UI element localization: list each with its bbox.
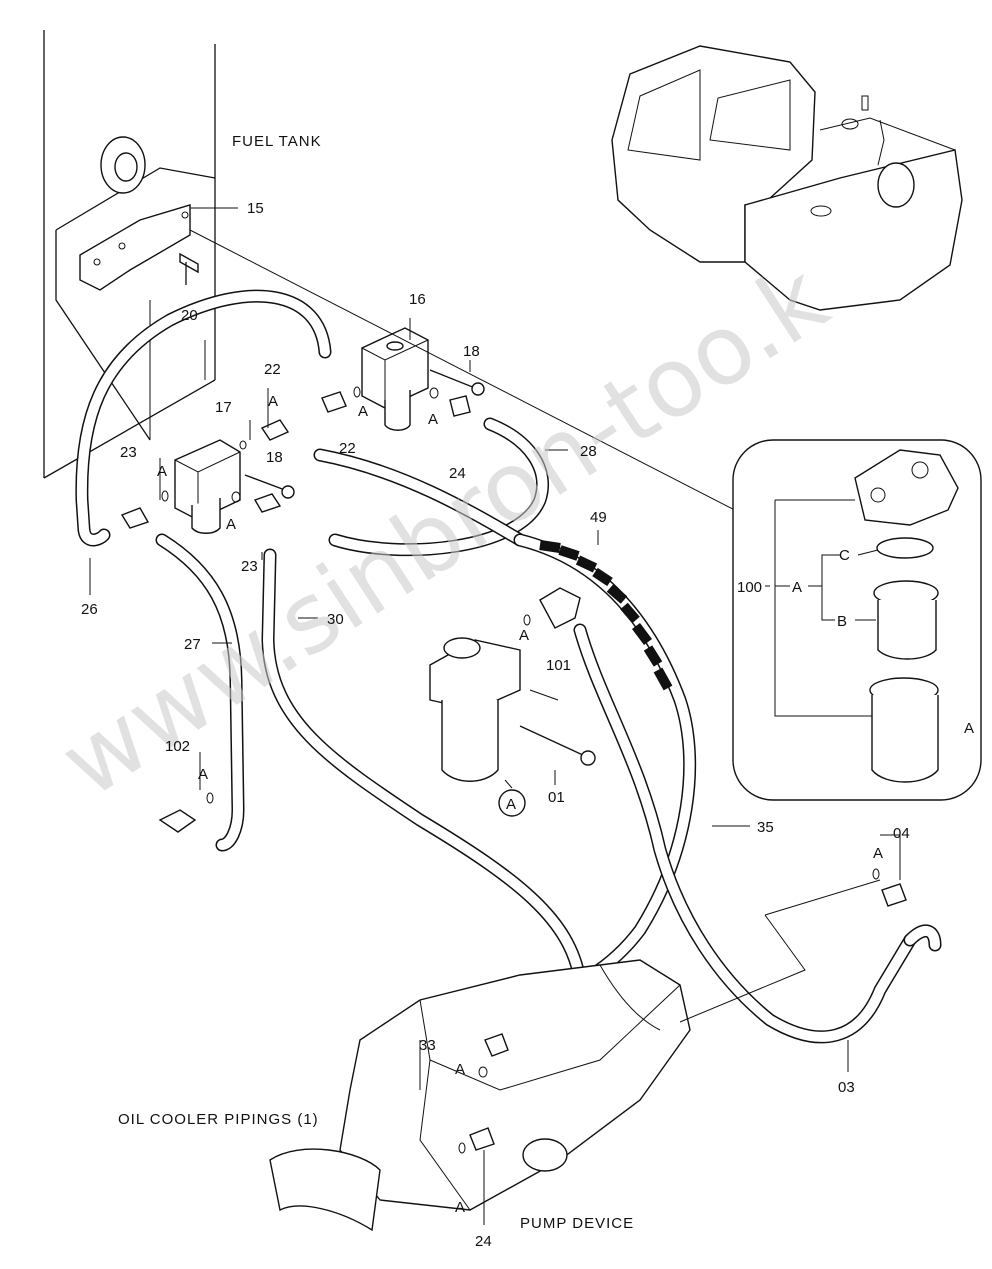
hose-upper xyxy=(313,448,527,547)
callout-30: 30 xyxy=(327,611,344,628)
callout-100: 100 xyxy=(737,579,762,596)
caption-fuel-tank: FUEL TANK xyxy=(232,133,322,150)
elbow-101 xyxy=(539,587,581,629)
ref-a-102: A xyxy=(198,766,208,783)
pump-device xyxy=(269,959,691,1232)
ref-c-detail: C xyxy=(839,547,850,564)
callout-24-lower: 24 xyxy=(475,1233,492,1250)
adapter-04 xyxy=(881,883,907,907)
ref-a-04: A xyxy=(873,845,883,862)
callout-26: 26 xyxy=(81,601,98,618)
detail-a-marker: A xyxy=(498,789,526,817)
callout-01: 01 xyxy=(548,789,565,806)
callout-20: 20 xyxy=(181,307,198,324)
fitting-23 xyxy=(120,493,282,529)
callout-33: 33 xyxy=(419,1037,436,1054)
mounting-bracket xyxy=(79,204,191,291)
excavator-overview xyxy=(611,45,963,311)
filter-block-16 xyxy=(361,327,429,431)
callout-22-upper: 22 xyxy=(264,361,281,378)
detail-a-marker-letter: A xyxy=(506,796,516,813)
callout-04: 04 xyxy=(893,825,910,842)
main-filter xyxy=(429,637,596,782)
detail-a-box xyxy=(732,439,982,801)
callout-18-lower: 18 xyxy=(266,449,283,466)
callout-23-lower: 23 xyxy=(241,558,258,575)
caption-oil-cooler-pipings: OIL COOLER PIPINGS (1) xyxy=(118,1111,319,1128)
ref-b-detail: B xyxy=(837,613,847,630)
callout-22-lower: 22 xyxy=(339,440,356,457)
ref-a-filter-16-right: A xyxy=(428,411,438,428)
ref-a-23-left: A xyxy=(157,463,167,480)
ref-a-24: A xyxy=(455,1199,465,1216)
hose-03 xyxy=(903,924,942,952)
hose-28 xyxy=(328,417,550,557)
filter-block-17 xyxy=(174,439,241,534)
hose-35 xyxy=(573,623,917,1044)
tank-flange xyxy=(100,136,146,194)
hose-26 xyxy=(75,289,332,547)
fitting-102 xyxy=(158,809,197,833)
ref-a-detail: A xyxy=(792,579,802,596)
ref-a-101: A xyxy=(519,627,529,644)
caption-pump-device: PUMP DEVICE xyxy=(520,1215,634,1232)
bolt-20 xyxy=(179,252,199,285)
hose-27 xyxy=(155,533,245,852)
fuel-tank-wall xyxy=(43,30,216,479)
ref-a-33: A xyxy=(455,1061,465,1078)
fitting-24 xyxy=(449,395,471,417)
ref-a-22: A xyxy=(268,393,278,410)
callout-18-upper: 18 xyxy=(463,343,480,360)
bolt-18 xyxy=(244,369,485,499)
ref-a-detail-box: A xyxy=(964,720,974,737)
callout-03: 03 xyxy=(838,1079,855,1096)
callout-49: 49 xyxy=(590,509,607,526)
o-rings xyxy=(161,386,880,1154)
callout-27: 27 xyxy=(184,636,201,653)
callout-28: 28 xyxy=(580,443,597,460)
callout-16: 16 xyxy=(409,291,426,308)
callout-35: 35 xyxy=(757,819,774,836)
callout-101: 101 xyxy=(546,657,571,674)
hose-30 xyxy=(261,548,587,987)
callout-17: 17 xyxy=(215,399,232,416)
ref-a-filter-16-left: A xyxy=(358,403,368,420)
callout-24-upper: 24 xyxy=(449,465,466,482)
fitting-22 xyxy=(260,391,347,441)
callout-15: 15 xyxy=(247,200,264,217)
callout-23-left: 23 xyxy=(120,444,137,461)
ref-a-23-lower: A xyxy=(226,516,236,533)
callout-102: 102 xyxy=(165,738,190,755)
